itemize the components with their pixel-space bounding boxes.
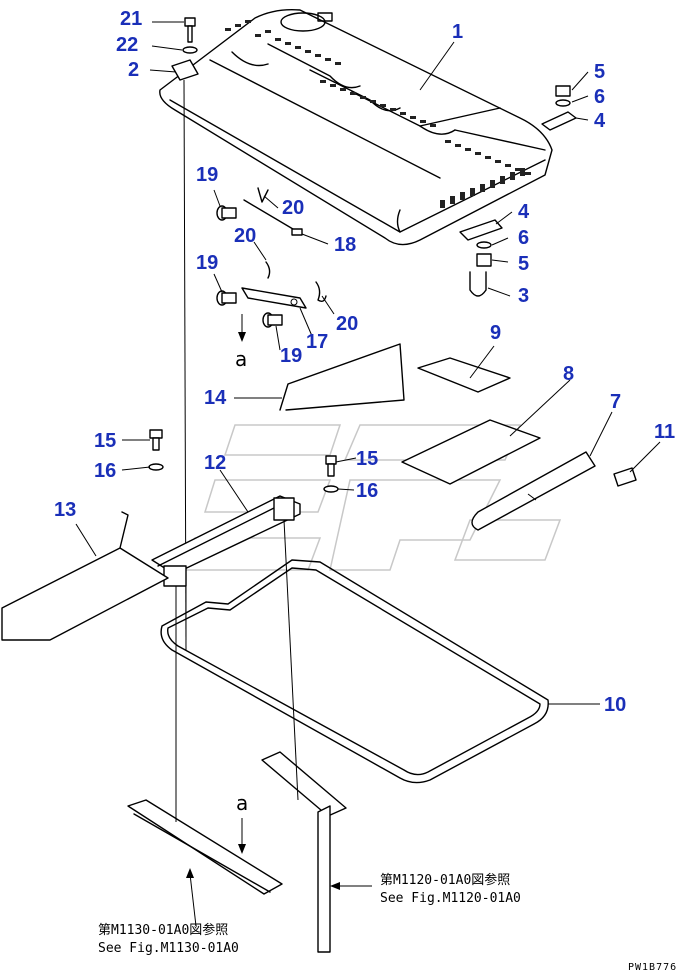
plate-17: [241, 287, 307, 309]
callout-13: 13: [54, 499, 76, 521]
callout-16-left: 16: [94, 460, 116, 482]
callout-5-top: 5: [594, 61, 605, 83]
reference-right-en: See Fig.M1120-01A0: [380, 891, 521, 906]
callout-6-top: 6: [594, 86, 605, 108]
pin-19-a: [216, 205, 237, 221]
callout-6-bottom: 6: [518, 227, 529, 249]
callout-16-right: 16: [356, 480, 378, 502]
callout-14: 14: [204, 387, 227, 409]
u-bolt-3: [469, 271, 487, 297]
view-letter-a-top: a: [235, 347, 247, 371]
callout-8: 8: [563, 363, 574, 385]
pad-8: [401, 419, 541, 485]
view-letter-a-bottom: a: [236, 791, 248, 815]
ref-arrow-left: [186, 868, 197, 927]
washer-22: [182, 46, 198, 54]
cover-7: [471, 451, 596, 531]
callout-4-top: 4: [594, 110, 606, 132]
reference-left-en: See Fig.M1130-01A0: [98, 941, 239, 956]
clip-20-b: [265, 261, 271, 279]
callout-2: 2: [128, 59, 139, 81]
callout-5-bottom: 5: [518, 253, 529, 275]
frame-12: [151, 495, 301, 640]
guide-line-center: [283, 519, 299, 801]
washer-6-bottom: [476, 241, 492, 249]
arrow-a-top: [238, 314, 246, 342]
lower-bracket-left: [127, 799, 283, 895]
callout-17: 17: [306, 331, 328, 353]
callout-4-bottom: 4: [518, 201, 530, 223]
callout-18: 18: [334, 234, 356, 256]
callout-21: 21: [120, 8, 142, 30]
callout-10: 10: [604, 694, 626, 716]
panel-13: [1, 511, 169, 641]
callout-20-a: 20: [282, 197, 304, 219]
lower-bracket-right: [261, 751, 347, 953]
rod-14: [279, 343, 405, 411]
leader-lines: [75, 21, 661, 705]
ref-arrow-right: [330, 882, 372, 890]
nut-5-bottom: [476, 253, 492, 267]
callout-12: 12: [204, 452, 226, 474]
pin-19-c: [262, 312, 283, 328]
washer-6-top: [555, 99, 571, 107]
washer-16-right: [323, 485, 339, 493]
callout-20-c: 20: [336, 313, 358, 335]
callout-15-left: 15: [94, 430, 116, 452]
washer-16-left: [148, 463, 164, 471]
callout-15-right: 15: [356, 448, 378, 470]
callout-19-a: 19: [196, 164, 218, 186]
callout-20-b: 20: [234, 225, 256, 247]
callout-19-b: 19: [196, 252, 218, 274]
callout-22: 22: [116, 34, 138, 56]
reference-left-jp: 第M1130-01A0図参照: [98, 922, 228, 938]
callout-11: 11: [654, 421, 675, 443]
plate-4-bottom: [459, 219, 503, 241]
arrow-a-bottom: [238, 818, 246, 854]
callout-7: 7: [610, 391, 621, 413]
engine-hood: [159, 8, 553, 246]
pin-19-b: [216, 290, 237, 306]
pad-9: [417, 357, 511, 393]
bolt-15-left: [149, 429, 163, 451]
clip-20-a: [257, 187, 269, 203]
plate-4-top: [541, 111, 577, 131]
reference-right-jp: 第M1120-01A0図参照: [380, 872, 510, 888]
drawing-code: PW1B776: [628, 962, 677, 973]
callout-3: 3: [518, 285, 529, 307]
callout-1: 1: [452, 21, 463, 43]
rod-18: [243, 199, 303, 236]
callout-9: 9: [490, 322, 501, 344]
label-11: [613, 467, 637, 487]
callout-19-c: 19: [280, 345, 302, 367]
bolt-15-right: [325, 455, 337, 477]
seal-10: [160, 559, 549, 784]
bolt-21: [184, 17, 196, 43]
clip-20-c: [315, 281, 327, 303]
nut-5-top: [555, 85, 571, 97]
